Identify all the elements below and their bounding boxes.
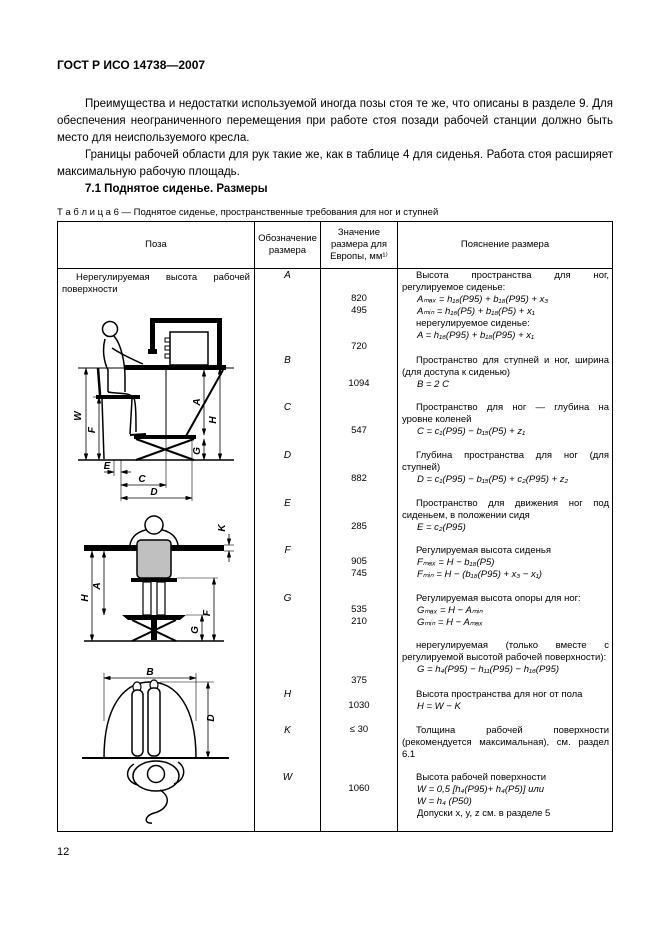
page-number: 12 bbox=[57, 846, 70, 858]
value: 547 bbox=[351, 425, 367, 437]
value: 745 bbox=[351, 568, 367, 580]
dim-label-f2: F bbox=[202, 609, 213, 616]
value: 905 bbox=[351, 556, 367, 568]
values-b: 1094 bbox=[321, 353, 398, 402]
designation-k: K bbox=[255, 723, 321, 772]
dim-label-g: G bbox=[192, 447, 203, 455]
designation-g-fixed bbox=[255, 639, 321, 689]
explanation-e: Пространство для движения ног под сидень… bbox=[402, 497, 609, 533]
designation-b: B bbox=[255, 353, 321, 402]
value: 535 bbox=[351, 603, 367, 615]
dim-label-w: W bbox=[74, 410, 84, 421]
designation-h: H bbox=[255, 688, 321, 724]
value: 210 bbox=[351, 615, 367, 627]
dim-label-b: B bbox=[146, 667, 153, 678]
value: 285 bbox=[351, 520, 367, 532]
figure-top-view: B D bbox=[81, 667, 229, 824]
column-header-pose: Поза bbox=[58, 222, 255, 268]
dim-label-k: K bbox=[217, 524, 228, 532]
column-header-value: Значение размера для Европы, мм¹⁾ bbox=[321, 222, 398, 268]
table-body: Нерегулируемая высота рабочей поверхност… bbox=[58, 269, 612, 831]
values-d: 882 bbox=[321, 448, 398, 497]
explanation-a: Высота пространства для ног, регулируемо… bbox=[402, 270, 609, 341]
explanation-f: Регулируемая высота сиденья Fₘₐₓ = H − b… bbox=[416, 545, 551, 581]
explanation-k: Толщина рабочей поверхности (рекомендует… bbox=[402, 724, 609, 760]
values-e: 285 bbox=[321, 496, 398, 545]
value: ≤ 30 bbox=[349, 723, 369, 735]
dim-label-h2: H bbox=[80, 594, 91, 602]
pose-column: Нерегулируемая высота рабочей поверхност… bbox=[58, 269, 255, 831]
dim-label-e: E bbox=[103, 461, 110, 472]
values-w: 1060 bbox=[321, 771, 398, 831]
designation-e: E bbox=[255, 496, 321, 545]
figure-side-view: W F A G H bbox=[74, 318, 234, 501]
dim-label-a2: A bbox=[92, 582, 103, 590]
column-header-explanation: Пояснение размера bbox=[460, 239, 550, 250]
table-header-row: Поза Обозначение размера Значение размер… bbox=[58, 222, 612, 269]
pose-title: Нерегулируемая высота рабочей поверхност… bbox=[62, 272, 250, 295]
explanation-g: Регулируемая высота опоры для ног: Gₘₐₓ … bbox=[416, 592, 581, 628]
dimensions-table: Поза Обозначение размера Значение размер… bbox=[57, 221, 613, 832]
values-h: 1030 bbox=[321, 688, 398, 724]
designation-d: D bbox=[255, 448, 321, 497]
intro-paragraph-1: Преимущества и недостатки используемой и… bbox=[57, 98, 613, 144]
designation-w: W bbox=[255, 771, 321, 831]
value: 882 bbox=[351, 472, 367, 484]
value: 1094 bbox=[348, 377, 370, 389]
values-f: 905 745 bbox=[321, 544, 398, 592]
value: 820 bbox=[351, 293, 367, 304]
dim-label-h: H bbox=[208, 416, 219, 424]
value: 1030 bbox=[348, 700, 370, 712]
explanation-b: Пространство для ступней и ног, ширина (… bbox=[402, 354, 609, 390]
table-caption: Т а б л и ц а 6 — Поднятое сиденье, прос… bbox=[57, 207, 439, 218]
document-title: ГОСТ Р ИСО 14738—2007 bbox=[57, 58, 206, 72]
section-heading: 7.1 Поднятое сиденье. Размеры bbox=[85, 183, 268, 195]
explanation-g-fixed: нерегулируемая (только вместе с регулиру… bbox=[402, 640, 609, 676]
value: 1060 bbox=[348, 783, 370, 795]
values-a: 820 495 720 bbox=[321, 269, 398, 354]
column-header-designation: Обозначение размера bbox=[255, 222, 321, 268]
values-g-fixed: 375 bbox=[321, 639, 398, 689]
explanation-c: Пространство для ног — глубина на уровне… bbox=[402, 402, 609, 438]
dim-label-f: F bbox=[87, 426, 98, 433]
figure-front-view: K H A F G bbox=[80, 515, 234, 642]
value: 720 bbox=[351, 341, 367, 352]
explanation-d: Глубина пространства для ног (для ступне… bbox=[402, 449, 609, 485]
value: 375 bbox=[351, 675, 367, 687]
values-g: 535 210 bbox=[321, 591, 398, 640]
dim-label-c: C bbox=[138, 474, 146, 485]
designation-a: A bbox=[255, 269, 321, 354]
values-c: 547 bbox=[321, 401, 398, 449]
values-k: ≤ 30 bbox=[321, 723, 398, 772]
value: 495 bbox=[351, 305, 367, 316]
explanation-h: Высота пространства для ног от пола H = … bbox=[416, 689, 583, 713]
dim-label-d: D bbox=[150, 487, 157, 498]
dim-label-d2: D bbox=[206, 714, 217, 721]
designation-c: C bbox=[255, 401, 321, 449]
dim-label-g2: G bbox=[190, 626, 201, 634]
intro-paragraph-2: Границы рабочей области для рук такие же… bbox=[57, 149, 613, 178]
page-content: ГОСТ Р ИСО 14738—2007 Преимущества и нед… bbox=[57, 58, 613, 832]
dim-label-a: A bbox=[192, 398, 203, 406]
designation-g: G bbox=[255, 591, 321, 640]
designation-f: F bbox=[255, 544, 321, 592]
explanation-w: Высота рабочей поверхности W = 0,5 [h₄(P… bbox=[416, 772, 551, 820]
